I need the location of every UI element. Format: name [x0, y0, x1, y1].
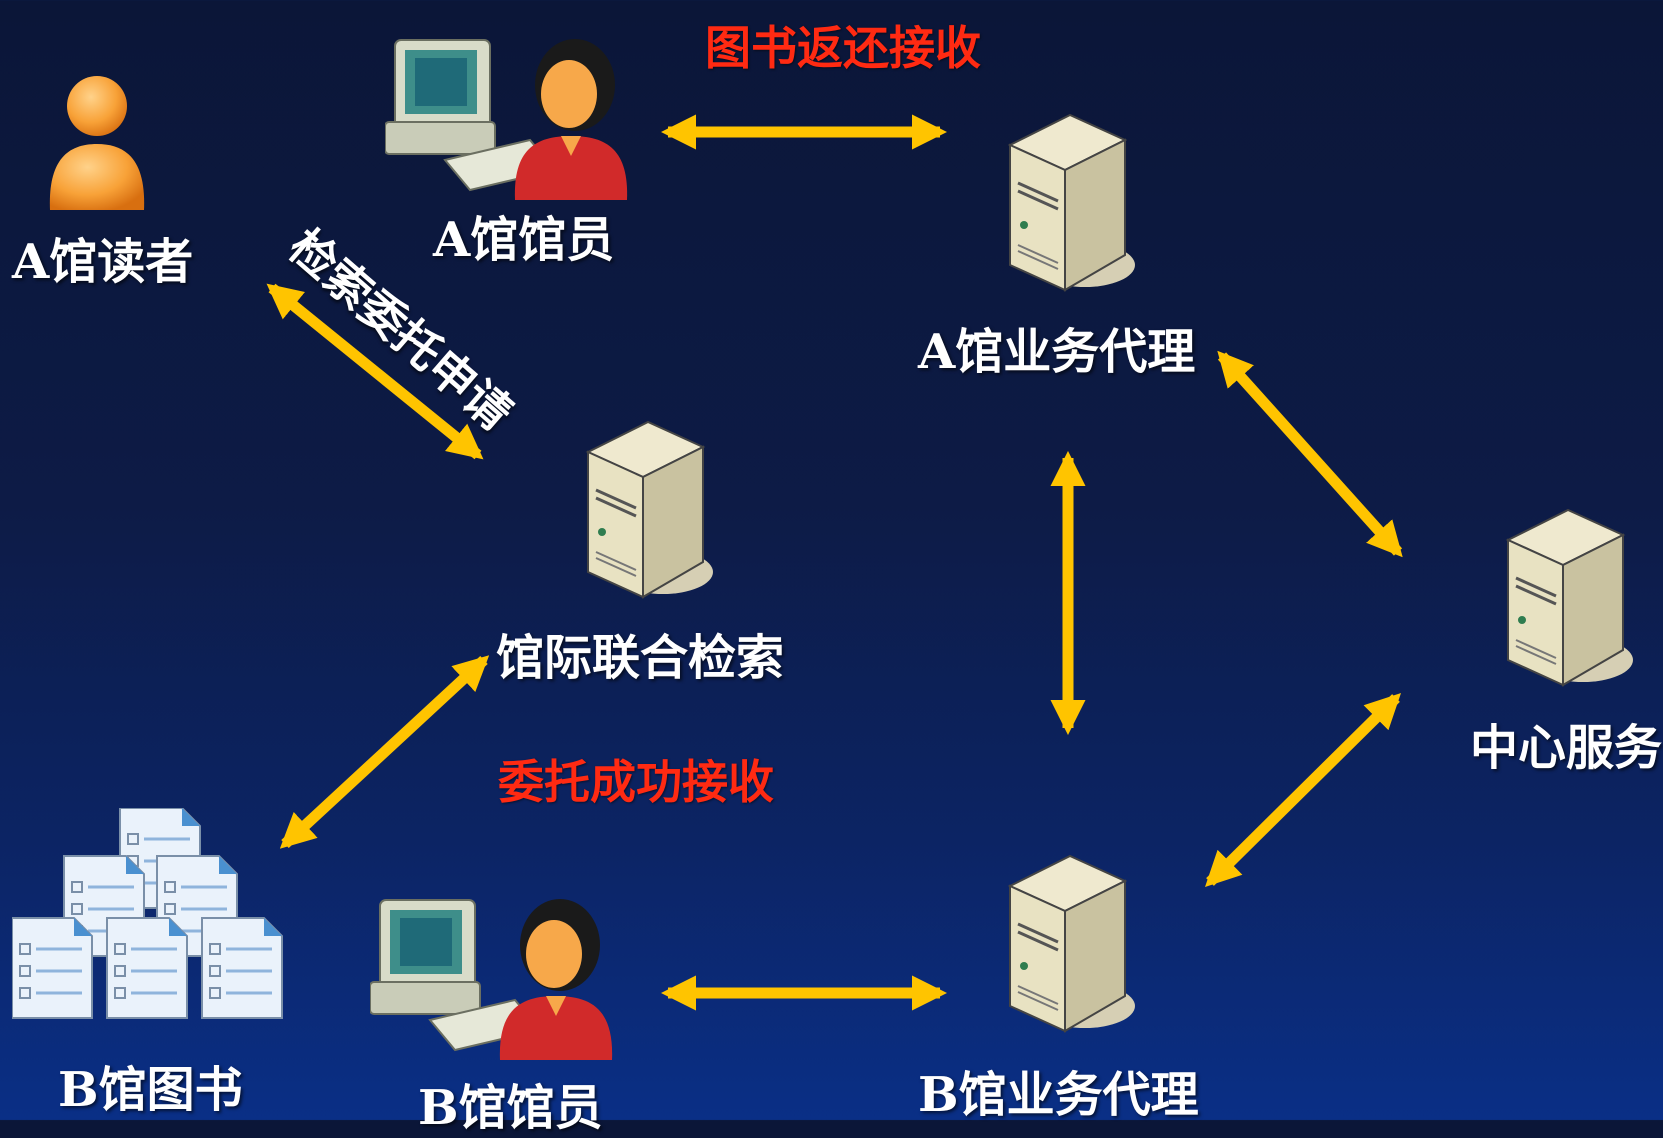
server-icon-union-search — [568, 412, 718, 606]
server-icon-agent-b — [990, 846, 1140, 1040]
arrow-union-search-books — [279, 655, 490, 849]
union-search-label: 馆际联合检索 — [496, 630, 785, 686]
reader-a-label: A馆读者 — [12, 234, 194, 290]
server-icon-agent-a — [990, 105, 1140, 299]
arrow-agent-a-center — [1217, 350, 1403, 558]
books-b-label: B馆图书 — [58, 1062, 243, 1118]
arrow-center-agent-b — [1204, 693, 1402, 887]
book-transfer-label: 图书返还接收 — [705, 21, 981, 75]
librarian-workstation-icon-b — [369, 890, 630, 1064]
agent-a-label: A馆业务代理 — [918, 324, 1196, 380]
arrow-reader-union-search — [266, 283, 484, 460]
agent-b-label: B馆业务代理 — [918, 1067, 1199, 1123]
librarian-b-label: B馆馆员 — [418, 1080, 603, 1136]
commission-label: 委托成功接收 — [498, 755, 774, 809]
librarian-workstation-icon — [384, 30, 645, 204]
documents-icon — [10, 806, 287, 1032]
center-label: 中心服务 — [1470, 720, 1663, 776]
server-icon-center — [1488, 500, 1638, 694]
librarian-a-label: A馆馆员 — [433, 212, 615, 268]
reader-icon — [42, 72, 152, 216]
